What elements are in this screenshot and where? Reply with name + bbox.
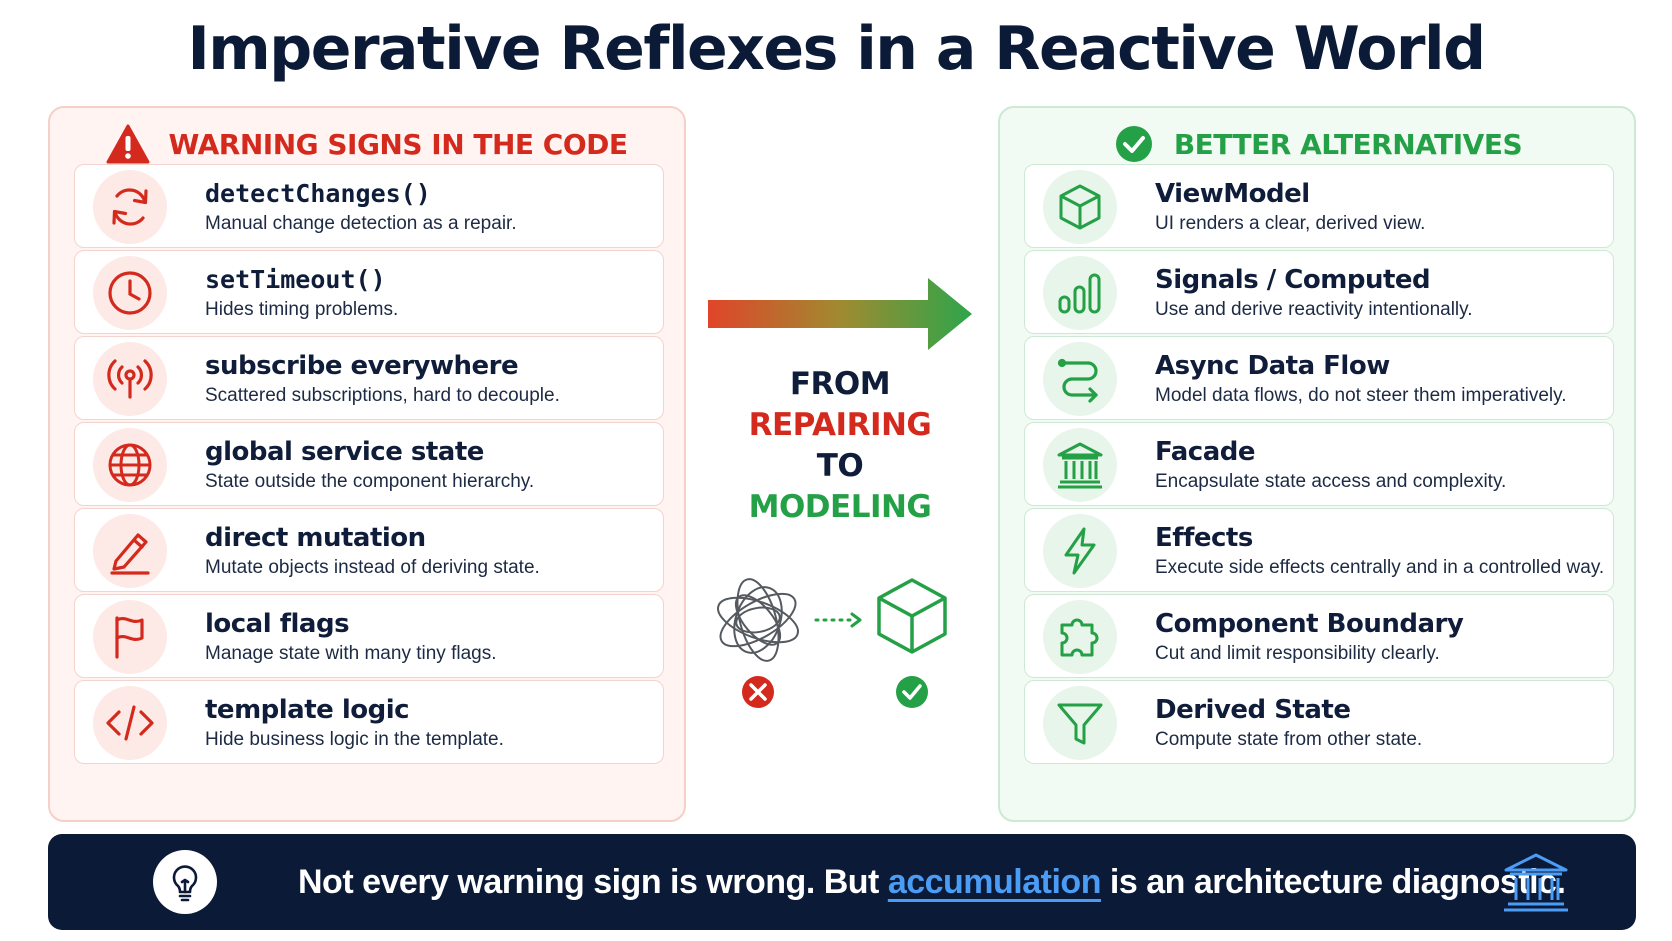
better-item-facade: Facade Encapsulate state access and comp… (1024, 422, 1614, 506)
warning-item-desc: Hides timing problems. (205, 299, 399, 320)
cube-icon (1059, 184, 1101, 230)
warning-signs-header: WARNING SIGNS IN THE CODE (50, 124, 684, 164)
bar-chart-icon (1058, 273, 1101, 314)
clock-icon (108, 271, 152, 315)
warning-item-title: template logic (205, 695, 410, 725)
check-circle-icon (1115, 126, 1152, 162)
better-alternatives-header: BETTER ALTERNATIVES (1000, 124, 1634, 164)
warning-item-global-state: global service state State outside the c… (74, 422, 664, 506)
tangle-icon (717, 578, 799, 662)
better-item-desc: Compute state from other state. (1155, 729, 1423, 750)
transition-caption: FROM REPAIRING TO MODELING (706, 364, 974, 528)
warning-item-desc: Hide business logic in the template. (205, 729, 504, 750)
warning-item-title: setTimeout() (205, 265, 386, 294)
better-item-desc: Encapsulate state access and complexity. (1155, 471, 1507, 492)
warning-item-title: global service state (205, 437, 484, 467)
cube-icon (877, 578, 947, 654)
caption-modeling: MODELING (748, 489, 932, 525)
caption-from: FROM (789, 366, 891, 402)
warning-item-set-timeout: setTimeout() Hides timing problems. (74, 250, 664, 334)
takeaway-part-1: Not every warning sign is wrong. But (298, 863, 888, 901)
warning-item-local-flags: local flags Manage state with many tiny … (74, 594, 664, 678)
better-item-desc: Execute side effects centrally and in a … (1155, 557, 1605, 578)
page-title: Imperative Reflexes in a Reactive World (187, 14, 1486, 84)
caption-repairing: REPAIRING (748, 407, 932, 443)
lightbulb-icon (172, 865, 198, 902)
warning-item-title: detectChanges() (205, 179, 431, 208)
error-badge-icon (742, 676, 774, 708)
takeaway-banner: Not every warning sign is wrong. But acc… (48, 834, 1636, 930)
warning-item-subscribe: subscribe everywhere Scattered subscript… (74, 336, 664, 420)
takeaway-part-2: is an architecture diagnostic. (1100, 863, 1566, 901)
refresh-icon (112, 188, 148, 226)
broadcast-icon (107, 359, 153, 399)
dotted-arrow-icon (814, 612, 862, 628)
warning-item-direct-mutation: direct mutation Mutate objects instead o… (74, 508, 664, 592)
warning-triangle-icon (106, 124, 150, 164)
warning-signs-panel: WARNING SIGNS IN THE CODE detectChanges(… (48, 106, 686, 822)
better-item-desc: UI renders a clear, derived view. (1155, 213, 1426, 234)
globe-icon (108, 443, 152, 487)
bank-icon (1057, 442, 1103, 489)
bank-icon (1504, 853, 1568, 912)
better-item-component-boundary: Component Boundary Cut and limit respons… (1024, 594, 1614, 678)
better-item-title: Component Boundary (1155, 609, 1464, 639)
warning-item-title: direct mutation (205, 523, 426, 553)
pencil-icon (110, 533, 150, 575)
warning-item-detect-changes: detectChanges() Manual change detection … (74, 164, 664, 248)
lightning-icon (1064, 527, 1096, 575)
flow-icon (1057, 358, 1098, 403)
better-item-title: Facade (1155, 437, 1255, 467)
warning-item-desc: Manage state with many tiny flags. (205, 643, 497, 664)
better-item-async-flow: Async Data Flow Model data flows, do not… (1024, 336, 1614, 420)
warning-item-desc: State outside the component hierarchy. (205, 471, 535, 492)
warning-item-desc: Manual change detection as a repair. (205, 213, 517, 234)
better-alternatives-panel: BETTER ALTERNATIVES ViewModel UI renders… (998, 106, 1636, 822)
warning-item-title: subscribe everywhere (205, 351, 519, 381)
takeaway-highlight: accumulation (887, 863, 1102, 901)
better-item-effects: Effects Execute side effects centrally a… (1024, 508, 1614, 592)
tangle-to-cube-graphic (717, 578, 947, 708)
better-alternatives-heading: BETTER ALTERNATIVES (1173, 127, 1523, 161)
flag-icon (115, 616, 144, 659)
puzzle-icon (1060, 618, 1099, 657)
funnel-icon (1057, 703, 1103, 745)
success-badge-icon (896, 676, 928, 708)
better-item-title: Effects (1155, 523, 1253, 553)
better-item-title: Derived State (1155, 695, 1351, 725)
better-item-desc: Cut and limit responsibility clearly. (1155, 643, 1440, 664)
better-item-desc: Use and derive reactivity intentionally. (1155, 299, 1473, 320)
better-item-title: Signals / Computed (1155, 265, 1431, 295)
warning-item-desc: Mutate objects instead of deriving state… (205, 557, 540, 578)
better-item-desc: Model data flows, do not steer them impe… (1155, 385, 1567, 406)
takeaway-message: Not every warning sign is wrong. But acc… (298, 862, 1566, 902)
better-item-signals: Signals / Computed Use and derive reacti… (1024, 250, 1614, 334)
warning-item-desc: Scattered subscriptions, hard to decoupl… (205, 385, 560, 406)
caption-to: TO (816, 448, 864, 484)
warning-item-title: local flags (205, 609, 350, 639)
better-item-viewmodel: ViewModel UI renders a clear, derived vi… (1024, 164, 1614, 248)
better-item-title: Async Data Flow (1155, 351, 1390, 381)
better-item-title: ViewModel (1155, 179, 1310, 209)
code-icon (106, 705, 154, 741)
warning-item-template-logic: template logic Hide business logic in th… (74, 680, 664, 764)
better-item-derived-state: Derived State Compute state from other s… (1024, 680, 1614, 764)
transition-arrow-icon (708, 278, 972, 350)
warning-signs-heading: WARNING SIGNS IN THE CODE (168, 127, 628, 161)
